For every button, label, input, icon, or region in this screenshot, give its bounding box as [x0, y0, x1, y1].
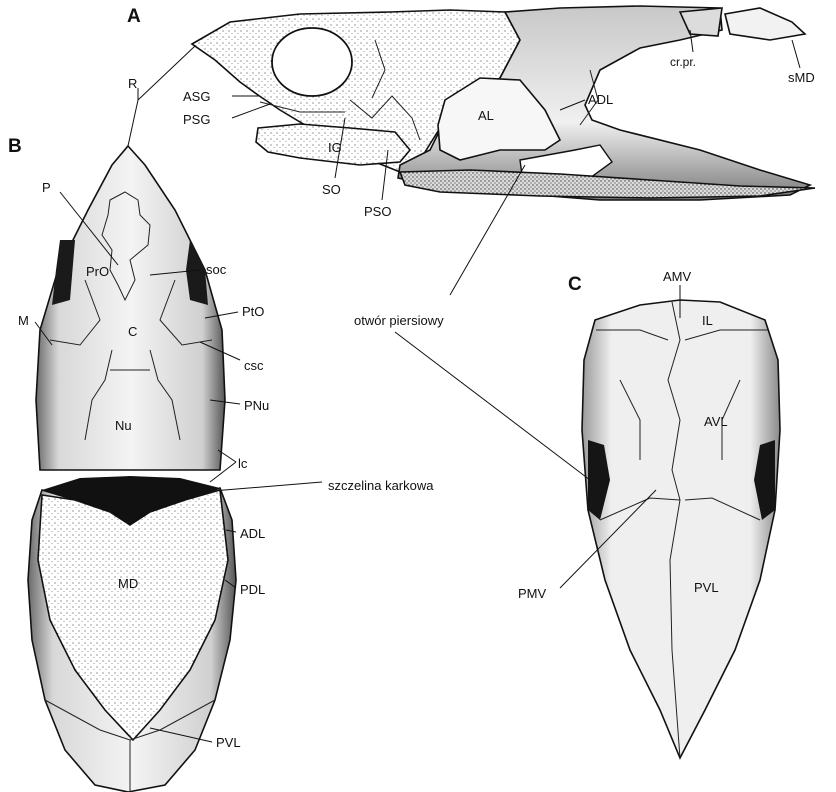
label-PDL: PDL — [240, 582, 265, 597]
label-csc: csc — [244, 358, 264, 373]
label-MD: MD — [118, 576, 138, 591]
label-IL: IL — [702, 313, 713, 328]
label-ASG: ASG — [183, 89, 210, 104]
label-PVL-ventral: PVL — [694, 580, 719, 595]
panel-b-letter: B — [8, 136, 22, 157]
label-PrO: PrO — [86, 264, 109, 279]
label-PSG: PSG — [183, 112, 210, 127]
panel-c-ventral-view: C — [568, 274, 780, 758]
label-cr-pr: cr.pr. — [670, 55, 696, 69]
panel-c-letter: C — [568, 274, 582, 295]
label-lc: lc — [238, 456, 248, 471]
label-otwor-piersiowy: otwór piersiowy — [354, 313, 444, 328]
submedian-dorsal-plate — [725, 8, 805, 40]
label-AL: AL — [478, 108, 494, 123]
label-PNu: PNu — [244, 398, 269, 413]
label-ADL-dorsal: ADL — [240, 526, 265, 541]
label-AVL: AVL — [704, 414, 728, 429]
label-P: P — [42, 180, 51, 195]
label-ADL-lateral: ADL — [588, 92, 613, 107]
label-sMD: sMD — [788, 70, 815, 85]
label-PtO: PtO — [242, 304, 264, 319]
orbit — [272, 28, 352, 96]
panel-a-letter: A — [127, 6, 141, 27]
label-szczelina-karkowa: szczelina karkowa — [328, 478, 434, 493]
label-soc: soc — [206, 262, 227, 277]
label-IG: IG — [328, 140, 342, 155]
label-M: M — [18, 313, 29, 328]
label-PVL-dorsal: PVL — [216, 735, 241, 750]
label-C: C — [128, 324, 137, 339]
ventral-trunk-shield — [582, 300, 780, 758]
label-R: R — [128, 76, 137, 91]
label-PSO: PSO — [364, 204, 391, 219]
label-SO: SO — [322, 182, 341, 197]
panel-b-dorsal-view: B — [8, 136, 236, 792]
panel-a-lateral-view: A — [127, 6, 815, 200]
label-AMV: AMV — [663, 269, 692, 284]
label-PMV: PMV — [518, 586, 547, 601]
label-Nu: Nu — [115, 418, 132, 433]
